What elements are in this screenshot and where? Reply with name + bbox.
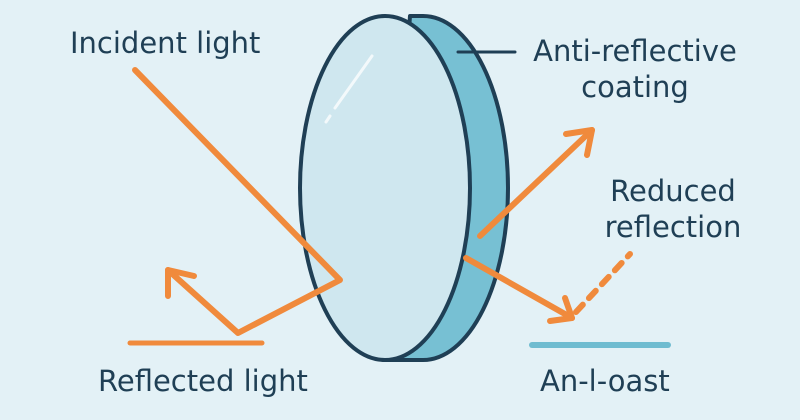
reduced-label-line2: reflection <box>604 210 742 244</box>
reduced-reflection-dashes <box>573 251 633 315</box>
lens-face <box>298 14 472 362</box>
bottom-right-label: An-l-oast <box>540 364 670 398</box>
incident-ray <box>132 67 343 336</box>
coating-label-line1: Anti-reflective <box>533 34 737 68</box>
reflected-arrow-head <box>165 267 197 299</box>
anti-reflective-coating-label: Anti-reflective coating <box>515 33 755 105</box>
reduced-label-line1: Reduced <box>610 174 736 208</box>
reduced-reflection-label: Reduced reflection <box>593 173 753 245</box>
left-rays <box>132 67 343 336</box>
lower-ray <box>463 255 575 321</box>
lens-highlight-small <box>324 114 332 124</box>
lens <box>298 14 510 362</box>
incident-light-label: Incident light <box>70 26 261 60</box>
transmitted-arrow-head <box>563 127 595 158</box>
transmitted-ray <box>477 127 595 239</box>
coating-label-line2: coating <box>581 70 689 104</box>
lens-highlight <box>333 54 374 110</box>
reflected-light-label: Reflected light <box>98 364 308 398</box>
right-rays <box>463 127 633 324</box>
lower-arrow-head <box>547 295 575 324</box>
